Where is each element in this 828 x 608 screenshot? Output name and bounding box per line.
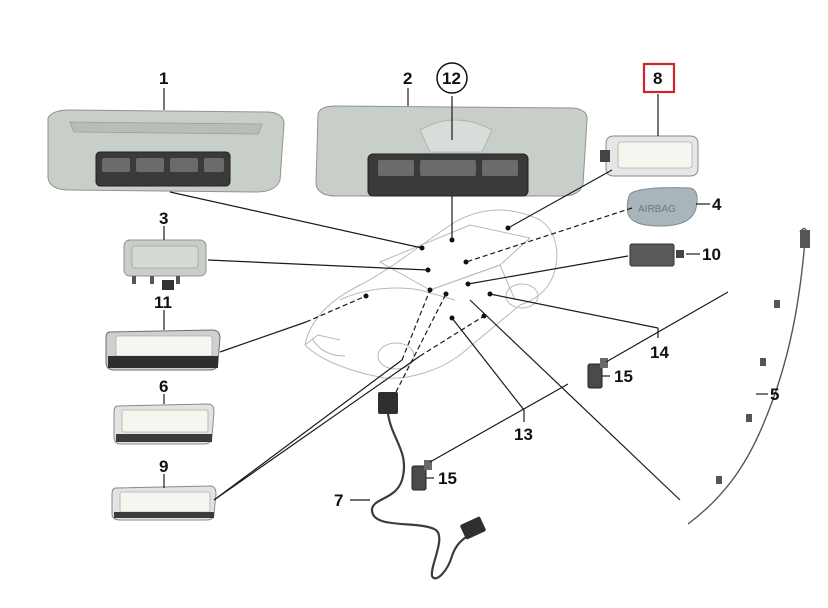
part-1-roof-console [47, 109, 285, 193]
part-10-module [629, 243, 684, 267]
leader-lines [163, 88, 768, 501]
callout-1: 1 [159, 69, 168, 88]
part-15-connector-lower [411, 460, 432, 491]
part-6-courtesy-light [113, 403, 215, 445]
callout-labels: 1 2 12 8 3 4 10 11 6 9 14 15 15 5 13 7 [154, 62, 779, 510]
callout-10: 10 [702, 245, 721, 264]
part-9-courtesy-light [111, 485, 217, 521]
callout-15-upper: 15 [614, 367, 633, 386]
callout-7: 7 [334, 491, 343, 510]
car-outline [304, 209, 558, 379]
airbag-label: AIRBAG [638, 204, 676, 215]
callout-13: 13 [514, 425, 533, 444]
callout-12-ring [436, 62, 468, 94]
callout-8: 8 [653, 69, 662, 88]
part-4-airbag-cover: AIRBAG [626, 187, 698, 227]
part-5-wiring-harness [687, 227, 810, 525]
part-3-interior-light [123, 239, 207, 290]
callout-11: 11 [154, 293, 172, 312]
part-15-connector-upper [587, 358, 608, 389]
callout-4: 4 [712, 195, 722, 214]
part-11-footwell-light [105, 329, 221, 371]
callout-3: 3 [159, 209, 168, 228]
part-2-roof-console [315, 105, 588, 197]
callout-8-highlight-box [642, 62, 676, 94]
part-8-interior-light [600, 135, 699, 177]
callout-5: 5 [770, 385, 779, 404]
callout-15-lower: 15 [438, 469, 457, 488]
callout-14: 14 [650, 343, 669, 362]
callout-9: 9 [159, 457, 168, 476]
callout-2: 2 [403, 69, 412, 88]
callout-6: 6 [159, 377, 168, 396]
part-7-cable [370, 392, 486, 580]
callout-12: 12 [442, 69, 461, 88]
